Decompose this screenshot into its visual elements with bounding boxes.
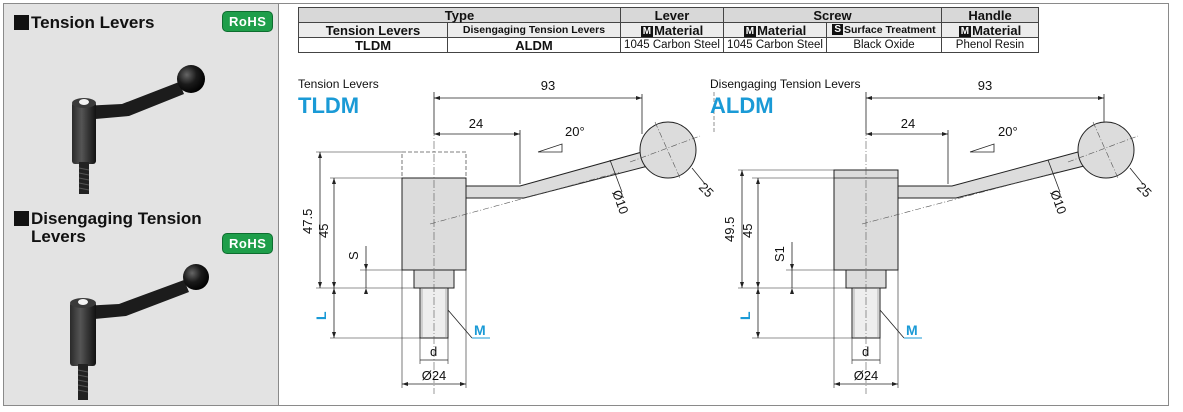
drawing-tldm: Tension Levers TLDM 93 24 20° — [298, 77, 717, 394]
subheader-tension-levers: Tension Levers — [298, 22, 448, 38]
dim-s1: S1 — [772, 246, 787, 262]
subheader-text: Material — [654, 22, 704, 38]
dim-base: Ø24 — [854, 368, 879, 383]
spec-panel: Type Lever Screw Handle Tension Levers D… — [280, 4, 1168, 405]
material-badge-icon: M — [743, 25, 757, 37]
dim-body-height: 45 — [316, 224, 331, 238]
dim-l: L — [737, 311, 753, 320]
tension-lever-photo — [72, 65, 205, 194]
drawing-caption: Tension Levers — [298, 77, 379, 91]
cell-aldm: ALDM — [447, 37, 621, 53]
cell-surface-treatment: Black Oxide — [826, 37, 942, 53]
dim-total-height: 47.5 — [300, 209, 315, 234]
surface-badge-icon: S — [832, 23, 844, 35]
rohs-badge: RoHS — [222, 11, 274, 32]
dim-base: Ø24 — [422, 368, 447, 383]
drawing-caption: Disengaging Tension Levers — [710, 77, 861, 91]
product-title: Tension Levers — [31, 13, 155, 32]
dim-angle: 20° — [565, 124, 585, 139]
dim-rod-diameter: Ø10 — [1047, 188, 1070, 216]
product-title-line2: Levers — [31, 227, 86, 246]
dim-d: d — [430, 344, 437, 359]
rohs-badge: RoHS — [222, 233, 274, 254]
dim-ball: 25 — [1134, 180, 1155, 201]
spec-table: Type Lever Screw Handle Tension Levers D… — [298, 7, 1039, 53]
section-title-disengaging-tension-levers: Disengaging Tension Levers — [14, 210, 202, 246]
dim-length: 93 — [541, 78, 555, 93]
drawing-code: ALDM — [710, 93, 774, 118]
material-badge-icon: M — [958, 25, 972, 37]
subheader-text: Material — [757, 22, 807, 38]
dim-body-height: 45 — [740, 224, 755, 238]
dim-offset: 24 — [469, 116, 483, 131]
dim-offset: 24 — [901, 116, 915, 131]
header-screw: Screw — [723, 7, 942, 23]
header-handle: Handle — [941, 7, 1039, 23]
header-type: Type — [298, 7, 621, 23]
dim-s: S — [346, 251, 361, 260]
dim-d: d — [862, 344, 869, 359]
disengaging-lever-photo — [70, 264, 209, 400]
product-photo-panel: Tension Levers RoHS — [4, 4, 279, 405]
square-bullet-icon — [14, 211, 29, 226]
catalog-frame: Tension Levers RoHS — [3, 3, 1169, 406]
subheader-disengaging-levers: Disengaging Tension Levers — [447, 22, 621, 38]
subheader-text: Surface Treatment — [844, 23, 936, 36]
dim-total-height: 49.5 — [722, 217, 737, 242]
square-bullet-icon — [14, 15, 29, 30]
dim-rod-diameter: Ø10 — [609, 188, 632, 216]
header-lever: Lever — [620, 7, 724, 23]
subheader-text: Material — [972, 22, 1022, 38]
dim-l: L — [313, 311, 329, 320]
drawing-code: TLDM — [298, 93, 359, 118]
drawing-aldm: Disengaging Tension Levers ALDM 93 24 20… — [710, 77, 1155, 394]
cell-screw-material: 1045 Carbon Steel — [723, 37, 827, 53]
dim-length: 93 — [978, 78, 992, 93]
product-title: Disengaging Tension — [31, 209, 202, 228]
material-badge-icon: M — [640, 25, 654, 37]
cell-tldm: TLDM — [298, 37, 448, 53]
dim-m: M — [906, 322, 918, 338]
cell-handle-material: Phenol Resin — [941, 37, 1039, 53]
section-title-tension-levers: Tension Levers — [14, 14, 154, 32]
dim-m: M — [474, 322, 486, 338]
cell-lever-material: 1045 Carbon Steel — [620, 37, 724, 53]
dim-angle: 20° — [998, 124, 1018, 139]
